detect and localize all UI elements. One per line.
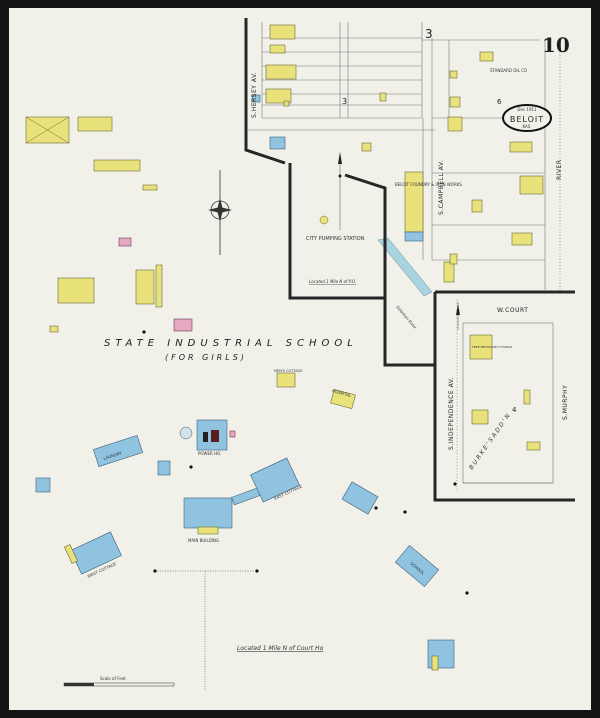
sheet-date: Dec 1911	[517, 107, 537, 112]
street-grid	[248, 22, 561, 290]
label-school-subtitle: (FOR GIRLS)	[165, 353, 247, 362]
street-label-murphy: S.MURPHY	[562, 385, 569, 420]
label-main-building: MAIN BUILDING	[188, 538, 219, 543]
label-pumping-station: CITY PUMPING STATION	[306, 236, 365, 242]
block-number: 4	[512, 406, 517, 414]
street-label-independence: S.INDEPENDENCE AV.	[448, 377, 455, 450]
title-oval	[502, 104, 552, 132]
label-mens-cottage: MEN'S COTTAGE	[274, 369, 303, 373]
street-label-campbell: S.CAMPBELL AV.	[438, 160, 445, 215]
label-standard-oil: STANDARD OIL CO	[490, 68, 527, 73]
label-laundry: LAUNDRY	[103, 450, 123, 461]
scale-label: Scale of Feet	[100, 676, 126, 681]
label-court-location: Located 1 Mile N of Court Ho	[237, 645, 324, 652]
block-number: 3	[342, 97, 347, 106]
buildings-west	[25, 116, 193, 493]
block-number: 3	[425, 27, 433, 41]
buildings-north	[251, 24, 544, 283]
pumping-well	[319, 215, 329, 225]
block-number: 6	[497, 98, 502, 106]
label-foundry: BELOIT FOUNDRY & IRON WORKS	[395, 182, 462, 187]
label-hospital: HOSPITAL	[332, 388, 353, 398]
label-pumping-location: Located 1 Mile N of P.O.	[309, 279, 356, 284]
label-solomon-river: Solomon River	[395, 304, 418, 330]
scale-bar: Scale of Feet	[63, 676, 175, 687]
street-label-hersey: S.HERSEY AV.	[251, 72, 258, 118]
sheet-number: 10	[542, 33, 570, 57]
label-church: FREE METHODIST CHURCH	[472, 345, 512, 349]
street-label-court: W.COURT	[497, 307, 528, 314]
compass-rose-icon	[208, 170, 232, 255]
sheet-boundaries	[244, 18, 575, 502]
state-name: KAS.	[522, 124, 531, 129]
school-buildings	[64, 334, 541, 671]
north-arrow-icon	[338, 152, 460, 330]
label-school-title: STATE INDUSTRIAL SCHOOL	[104, 338, 358, 349]
street-label-river: RIVER	[556, 159, 563, 180]
city-name: BELOIT	[510, 115, 544, 124]
label-power-house: POWER HO.	[198, 451, 221, 456]
